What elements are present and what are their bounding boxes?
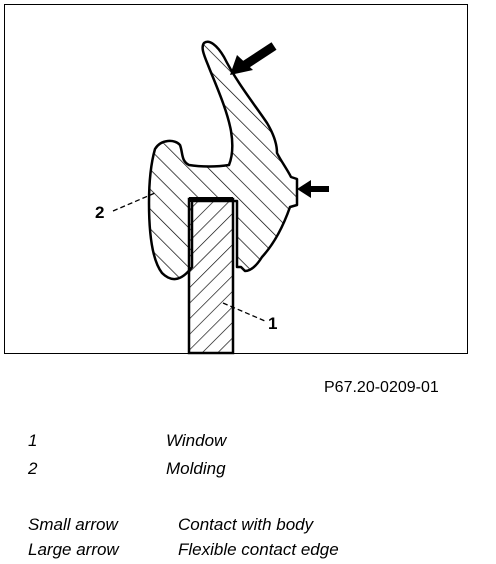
- window-glass: [187, 197, 235, 355]
- legend-key-molding: 2: [28, 459, 38, 478]
- legend-label-molding: Molding: [166, 459, 226, 478]
- molding-cross-section: 2 1: [95, 40, 329, 355]
- diagram-frame: 2 1: [4, 4, 468, 355]
- small-arrow-icon: [297, 180, 329, 198]
- legend-key-small-arrow: Small arrow: [28, 515, 118, 534]
- callout-window: 1: [268, 314, 277, 333]
- molding-shape: [147, 40, 299, 281]
- callout-molding: 2: [95, 203, 104, 222]
- legend-label-small-arrow: Contact with body: [178, 515, 314, 534]
- figure-reference: P67.20-0209-01: [324, 379, 439, 396]
- legend-key-large-arrow: Large arrow: [28, 540, 119, 559]
- legend-key-window: 1: [28, 431, 38, 450]
- legend-label-large-arrow: Flexible contact edge: [178, 540, 339, 559]
- large-arrow-icon: [230, 42, 277, 75]
- legend-label-window: Window: [166, 431, 227, 450]
- window-glass-top-edge: [189, 197, 233, 202]
